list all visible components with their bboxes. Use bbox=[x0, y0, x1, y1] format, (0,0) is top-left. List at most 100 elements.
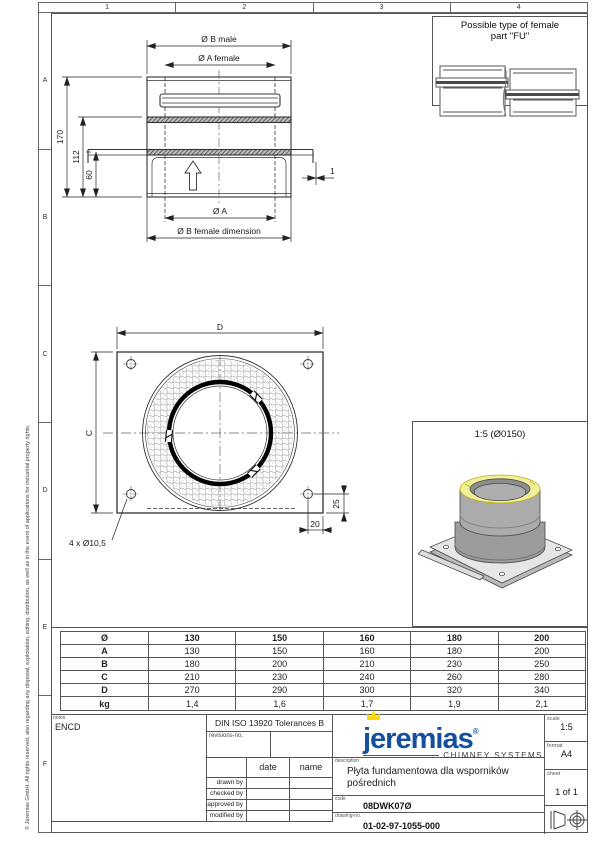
table-cell: 240 bbox=[322, 670, 412, 685]
table-header-cell: Ø bbox=[60, 630, 149, 646]
sheet-cell: sheet 1 of 1 bbox=[545, 770, 588, 806]
fu-box-title-line1: Possible type of female bbox=[460, 20, 560, 31]
grid-row-label: D bbox=[39, 422, 51, 559]
table-cell: 200 bbox=[235, 657, 324, 672]
drawing-no-label: drawing-no. bbox=[335, 813, 362, 819]
scale-value: 1:5 bbox=[560, 722, 573, 732]
table-cell: 150 bbox=[235, 644, 324, 659]
grid-row-label: F bbox=[39, 695, 51, 832]
dim-label-a-female: Ø A female bbox=[198, 53, 240, 63]
table-cell: 230 bbox=[235, 670, 324, 685]
table-cell: 200 bbox=[497, 644, 587, 659]
notes-value: ENCD bbox=[55, 722, 81, 732]
approved-by-name bbox=[290, 800, 333, 811]
dim-label-170: 170 bbox=[55, 130, 65, 144]
code-label: code bbox=[335, 796, 346, 802]
table-cell: 160 bbox=[322, 644, 412, 659]
fu-pipe-drawing bbox=[435, 65, 580, 117]
grid-row-label: B bbox=[39, 148, 51, 286]
table-cell: 1,6 bbox=[235, 696, 324, 711]
table-cell: 300 bbox=[322, 683, 412, 698]
drawn-by-name bbox=[290, 778, 333, 789]
logo-wordmark: jeremias bbox=[363, 723, 474, 755]
table-cell: 280 bbox=[497, 670, 587, 685]
notes-label: notes bbox=[53, 715, 66, 721]
grid-ruler-top: 1 2 3 4 bbox=[38, 2, 588, 13]
grid-row-label: E bbox=[39, 558, 51, 696]
table-cell: 1,4 bbox=[147, 696, 237, 711]
modified-by-date bbox=[247, 811, 290, 822]
revisions-label: revisions-no. bbox=[209, 733, 244, 739]
table-cell: 210 bbox=[147, 670, 237, 685]
table-header-cell: 130 bbox=[147, 630, 237, 646]
grid-col-label: 1 bbox=[105, 4, 110, 11]
notes-cell: notes ENCD bbox=[51, 715, 207, 822]
side-view-drawing: Ø B male Ø A female 170 112 60 Ø A Ø B f… bbox=[55, 34, 335, 242]
table-cell: 230 bbox=[410, 657, 499, 672]
table-row: kg 1,4 1,6 1,7 1,9 2,1 bbox=[60, 696, 587, 711]
dim-label-b-female: Ø B female dimension bbox=[177, 226, 261, 236]
table-row-label: kg bbox=[60, 696, 149, 711]
section-divider bbox=[51, 627, 588, 628]
modified-by-label: modified by bbox=[207, 811, 247, 822]
drawing-no-cell: drawing-no. 01-02-97-1055-000 bbox=[333, 813, 545, 834]
part-3d-render bbox=[418, 474, 573, 589]
dim-label-b-male: Ø B male bbox=[201, 34, 237, 44]
approved-by-date bbox=[247, 800, 290, 811]
dim-label-thickness: 1 bbox=[330, 166, 335, 176]
grid-ruler-left: A B C D E F bbox=[38, 13, 51, 833]
description-value: Płyta fundamentowa dla wsporników pośred… bbox=[347, 766, 509, 789]
dim-label-25: 25 bbox=[331, 499, 341, 509]
grid-col-label: 3 bbox=[312, 3, 450, 12]
table-cell: 290 bbox=[235, 683, 324, 698]
table-row: B 180 200 210 230 250 bbox=[60, 657, 587, 672]
table-cell: 1,9 bbox=[410, 696, 499, 711]
grid-col-label: 4 bbox=[449, 3, 587, 12]
logo-rule bbox=[363, 755, 440, 756]
logo-tagline: CHIMNEY SYSTEMS bbox=[443, 751, 543, 760]
dimension-table: Ø 130 150 160 180 200 A 130 150 160 180 … bbox=[60, 630, 587, 711]
table-row: D 270 290 300 320 340 bbox=[60, 683, 587, 698]
table-cell: 1,7 bbox=[322, 696, 412, 711]
date-header: date bbox=[247, 758, 290, 778]
tolerances-cell: DIN ISO 13920 Tolerances B bbox=[207, 715, 333, 732]
drawn-by-date bbox=[247, 778, 290, 789]
table-header-row: Ø 130 150 160 180 200 bbox=[60, 630, 587, 646]
dim-label-a: Ø A bbox=[213, 206, 228, 216]
grid-row-label: C bbox=[39, 285, 51, 422]
revisions-divider bbox=[270, 732, 271, 758]
plate-top-view-drawing: D C 25 20 4 x Ø10,5 bbox=[69, 322, 349, 548]
code-value: 08DWK07Ø bbox=[363, 801, 412, 811]
registered-mark: ® bbox=[472, 727, 479, 736]
revisions-cell: revisions-no. bbox=[207, 732, 333, 758]
title-block: notes ENCD DIN ISO 13920 Tolerances B re… bbox=[51, 710, 588, 834]
table-cell: 270 bbox=[147, 683, 237, 698]
table-row-label: D bbox=[60, 683, 149, 698]
table-row-label: C bbox=[60, 670, 149, 685]
approved-by-label: approved by bbox=[207, 800, 247, 811]
dim-label-d: D bbox=[217, 322, 223, 332]
first-angle-projection-icon bbox=[550, 810, 587, 830]
table-cell: 2,1 bbox=[497, 696, 587, 711]
drawing-no-value: 01-02-97-1055-000 bbox=[363, 821, 441, 831]
table-row: C 210 230 240 260 280 bbox=[60, 670, 587, 685]
sheet-value: 1 of 1 bbox=[555, 787, 578, 797]
table-header-cell: 180 bbox=[410, 630, 499, 646]
checked-by-date bbox=[247, 789, 290, 800]
table-header-cell: 160 bbox=[322, 630, 412, 646]
detail-render-box: 1:5 (Ø0150) bbox=[412, 421, 588, 627]
checked-by-name bbox=[290, 789, 333, 800]
holes-note-label: 4 x Ø10,5 bbox=[69, 538, 106, 548]
logo-cell: jeremias® CHIMNEY SYSTEMS bbox=[333, 710, 545, 760]
table-row-label: B bbox=[60, 657, 149, 672]
crown-icon bbox=[367, 710, 380, 720]
table-cell: 180 bbox=[147, 657, 237, 672]
format-label: format bbox=[547, 743, 563, 749]
name-header: name bbox=[290, 758, 333, 778]
format-value: A4 bbox=[560, 749, 572, 759]
dim-label-112: 112 bbox=[71, 150, 81, 164]
scale-label: scale bbox=[547, 716, 560, 722]
fu-variant-box: Possible type of female part "FU" bbox=[432, 16, 588, 117]
modified-by-name bbox=[290, 811, 333, 822]
